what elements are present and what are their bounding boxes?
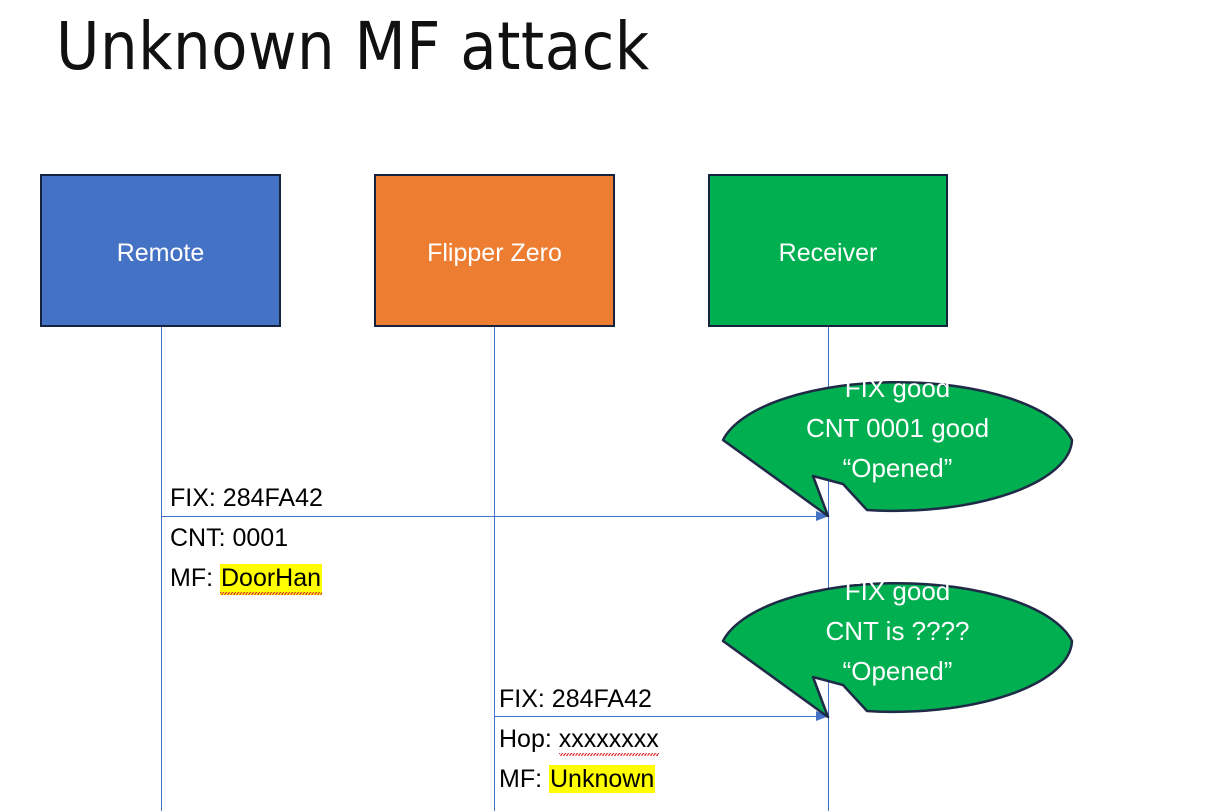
page-title: Unknown MF attack [56, 8, 650, 85]
speech-bubble-receiver-response-2[interactable]: FIX good CNT is ???? “Opened” [715, 556, 1080, 721]
message-line: FIX: 284FA42 [499, 679, 659, 719]
message-line: Hop: xxxxxxxx [499, 719, 659, 759]
message-line-prefix: FIX: [499, 685, 552, 713]
message-line-value: 284FA42 [551, 685, 652, 713]
message-line-value-highlighted: Unknown [549, 765, 656, 793]
bubble-shape [721, 380, 1074, 518]
message-line-prefix: MF: [499, 765, 549, 793]
bubble-shape [721, 581, 1074, 719]
message-arrow-remote-to-receiver [161, 511, 829, 521]
actor-label-receiver: Receiver [778, 239, 878, 267]
message-line-value-spellchecked: xxxxxxxx [558, 725, 659, 756]
message-line-value-highlighted: DoorHan [220, 564, 323, 595]
message-line-prefix: Hop: [499, 725, 559, 753]
message-line-value: 0001 [232, 524, 289, 552]
message-labels-flipper-to-receiver: FIX: 284FA42 Hop: xxxxxxxx MF: Unknown [499, 679, 659, 799]
speech-bubble-receiver-response-1[interactable]: FIX good CNT 0001 good “Opened” [715, 355, 1080, 520]
message-line: CNT: 0001 [170, 518, 323, 558]
message-labels-remote-to-receiver: FIX: 284FA42 CNT: 0001 MF: DoorHan [170, 478, 323, 598]
lifeline-flipper [494, 327, 495, 811]
actor-box-flipper[interactable]: Flipper Zero [374, 174, 615, 327]
lifeline-receiver [828, 327, 829, 811]
actor-label-flipper: Flipper Zero [427, 239, 562, 267]
actor-box-receiver[interactable]: Receiver [708, 174, 948, 327]
lifeline-remote [161, 327, 162, 811]
message-line-prefix: CNT: [170, 524, 233, 552]
message-line-prefix: MF: [170, 564, 220, 592]
actor-label-remote: Remote [116, 239, 205, 267]
message-line-value: 284FA42 [222, 484, 323, 512]
message-line: MF: DoorHan [170, 558, 323, 598]
message-arrow-flipper-to-receiver [494, 711, 829, 721]
actor-box-remote[interactable]: Remote [40, 174, 281, 327]
message-line-prefix: FIX: [170, 484, 223, 512]
message-line: MF: Unknown [499, 759, 659, 799]
message-line: FIX: 284FA42 [170, 478, 323, 518]
